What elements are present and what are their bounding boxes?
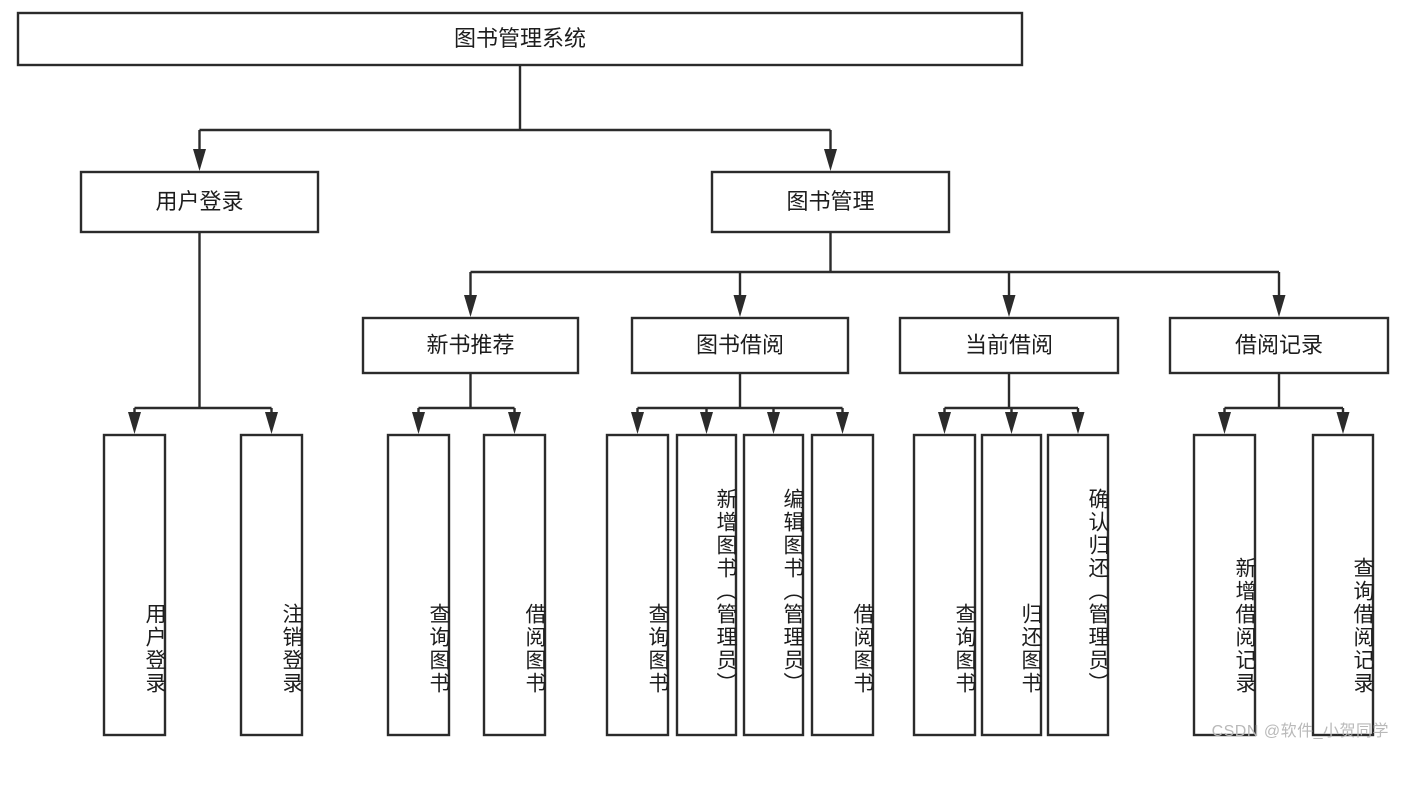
node-level2-0[interactable] [361, 316, 580, 375]
node-leaf-11[interactable] [1192, 433, 1257, 737]
node-level2-0-label: 新书推荐 [426, 332, 514, 357]
node-leaf-3[interactable] [482, 433, 547, 737]
arrow-head-icon [265, 412, 278, 434]
node-leaf-10[interactable] [1046, 433, 1110, 737]
arrow-head-icon [1218, 412, 1231, 434]
node-box-layer [16, 11, 1390, 737]
arrow-head-icon [193, 149, 206, 171]
arrow-head-icon [1005, 412, 1018, 434]
node-leaf-2[interactable] [386, 433, 451, 737]
node-level1-1-label: 图书管理 [786, 189, 874, 214]
node-leaf-12[interactable] [1311, 433, 1375, 737]
arrow-head-icon [631, 412, 644, 434]
node-level2-1-label: 图书借阅 [696, 332, 784, 357]
arrow-head-icon [508, 412, 521, 434]
arrow-head-icon [1071, 412, 1085, 434]
arrow-head-icon [1336, 412, 1350, 434]
arrow-head-icon [412, 412, 425, 434]
node-leaf-5[interactable] [675, 433, 738, 737]
arrow-head-icon [938, 412, 951, 434]
node-leaf-8[interactable] [912, 433, 977, 737]
arrow-head-icon [1272, 295, 1286, 317]
node-root[interactable] [16, 11, 1024, 67]
node-level2-1[interactable] [630, 316, 850, 375]
node-root-label: 图书管理系统 [454, 26, 586, 51]
diagram-canvas: 图书管理系统用户登录图书管理新书推荐图书借阅当前借阅借阅记录 用户登录注销登录查… [16, 11, 1390, 740]
node-level1-1[interactable] [710, 170, 951, 234]
arrow-head-icon [464, 295, 477, 317]
arrow-head-icon [128, 412, 141, 434]
arrow-head-icon [836, 412, 849, 434]
node-level1-0[interactable] [79, 170, 320, 234]
node-leaf-9[interactable] [980, 433, 1043, 737]
node-leaf-1[interactable] [239, 433, 304, 737]
node-leaf-6[interactable] [742, 433, 805, 737]
arrow-head-icon [700, 412, 713, 434]
node-level2-3-label: 借阅记录 [1235, 332, 1323, 357]
arrow-head-icon [824, 149, 837, 171]
arrow-head-icon [733, 295, 747, 317]
connector-layer [128, 65, 1350, 434]
node-level2-2-label: 当前借阅 [965, 332, 1053, 357]
node-level2-2[interactable] [898, 316, 1120, 375]
node-leaf-7[interactable] [810, 433, 875, 737]
node-leaf-4[interactable] [605, 433, 670, 737]
node-level1-0-label: 用户登录 [155, 189, 243, 214]
node-leaf-0[interactable] [102, 433, 167, 737]
watermark: CSDN @软件_小贺同学 [1211, 723, 1389, 740]
arrow-head-icon [767, 412, 780, 434]
node-level2-3[interactable] [1168, 316, 1390, 375]
arrow-head-icon [1002, 295, 1016, 317]
